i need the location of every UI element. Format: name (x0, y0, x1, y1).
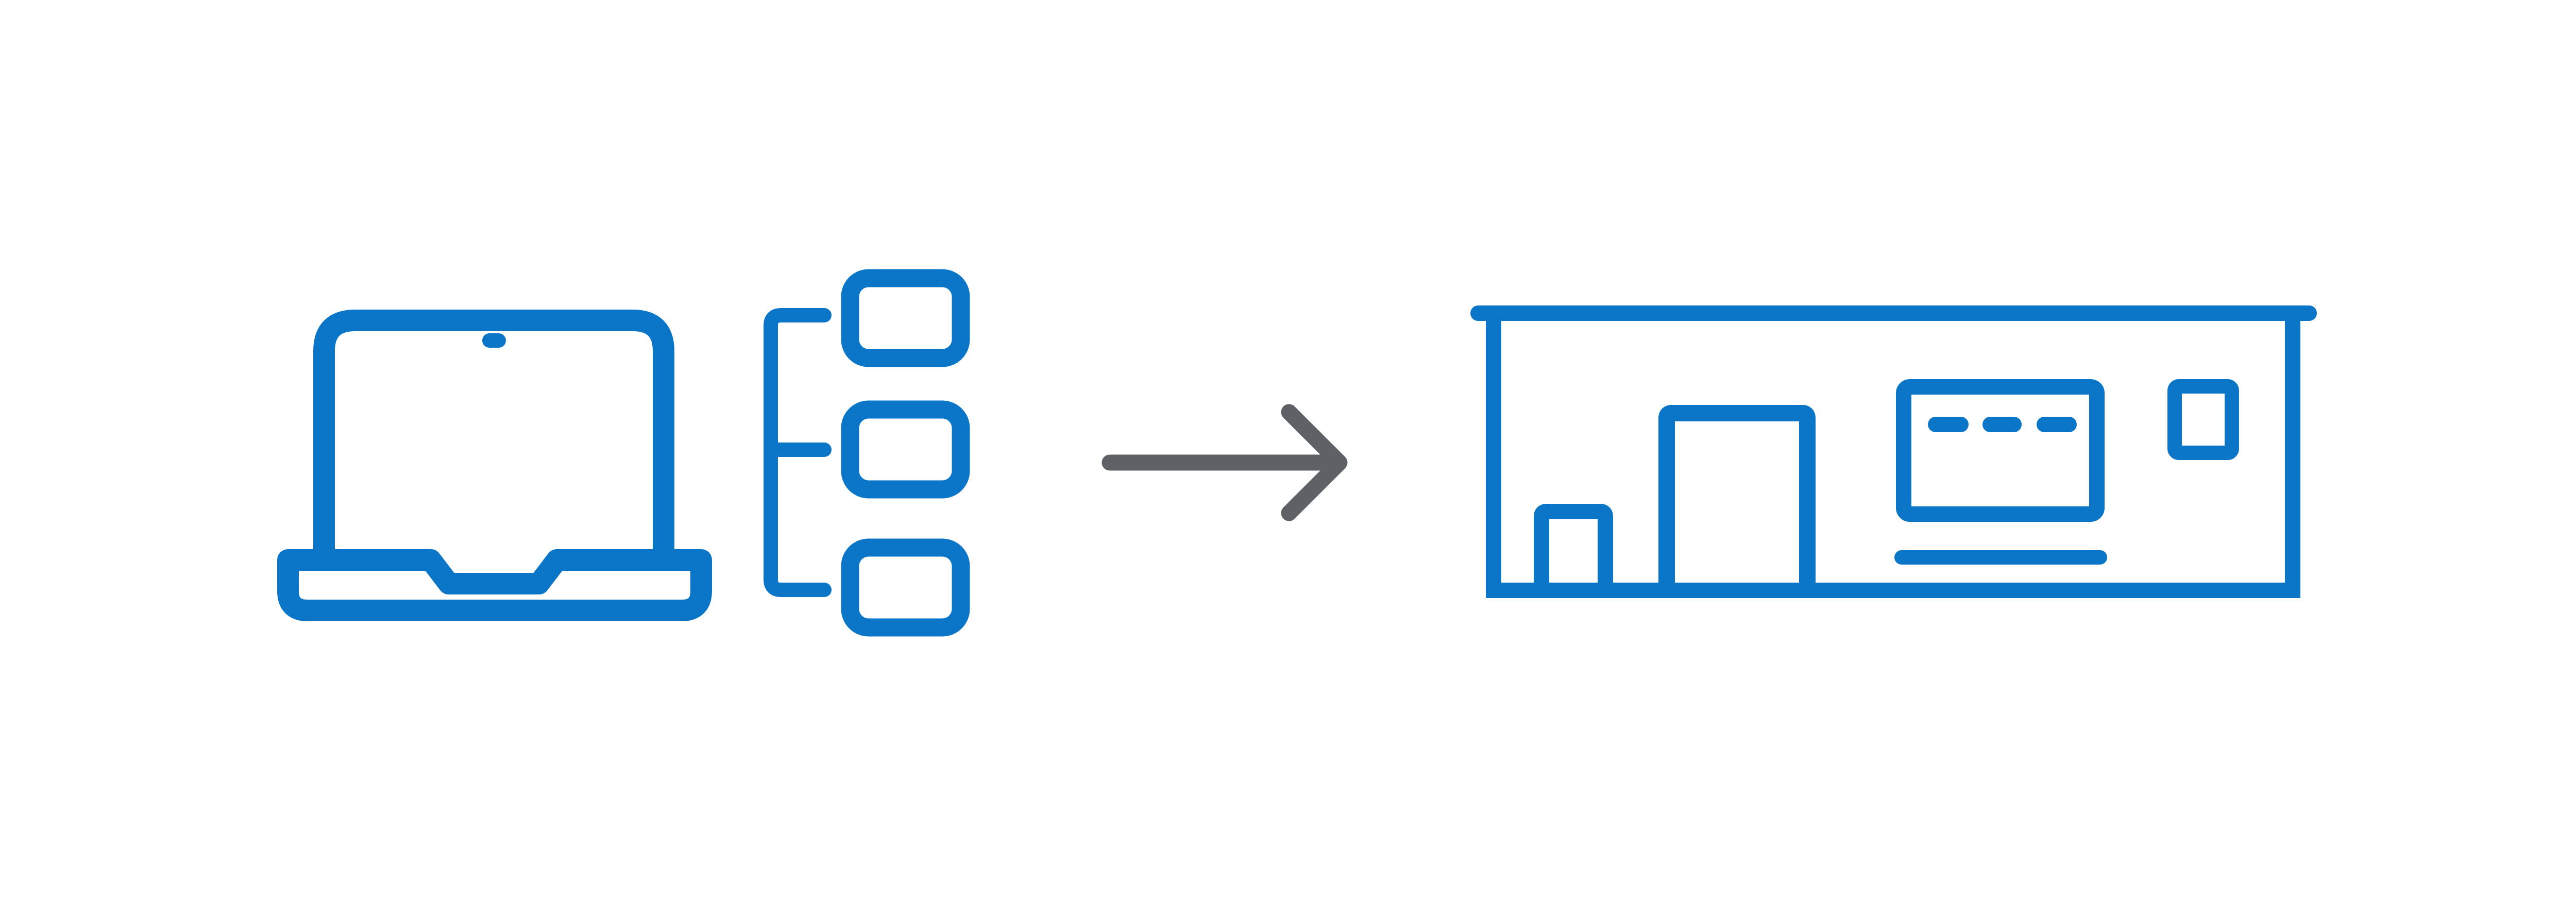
file-tree-icon (764, 269, 970, 637)
building-walls-floor (1486, 317, 2300, 598)
tree-node (841, 269, 970, 367)
laptop-screen (313, 310, 674, 569)
building-crate (1534, 504, 1613, 590)
tree-connector (764, 308, 832, 597)
arrow-head (1281, 404, 1348, 521)
arrow-right-icon (1101, 404, 1348, 521)
building-window (2167, 379, 2239, 460)
building-door (1658, 405, 1816, 590)
building-icon (1470, 305, 2317, 598)
laptop-base (277, 549, 712, 621)
laptop-icon (277, 310, 712, 621)
tree-node (841, 538, 970, 637)
presentation-screen (1896, 379, 2105, 522)
laptop-webcam-icon (482, 333, 506, 348)
tree-node (841, 400, 970, 499)
